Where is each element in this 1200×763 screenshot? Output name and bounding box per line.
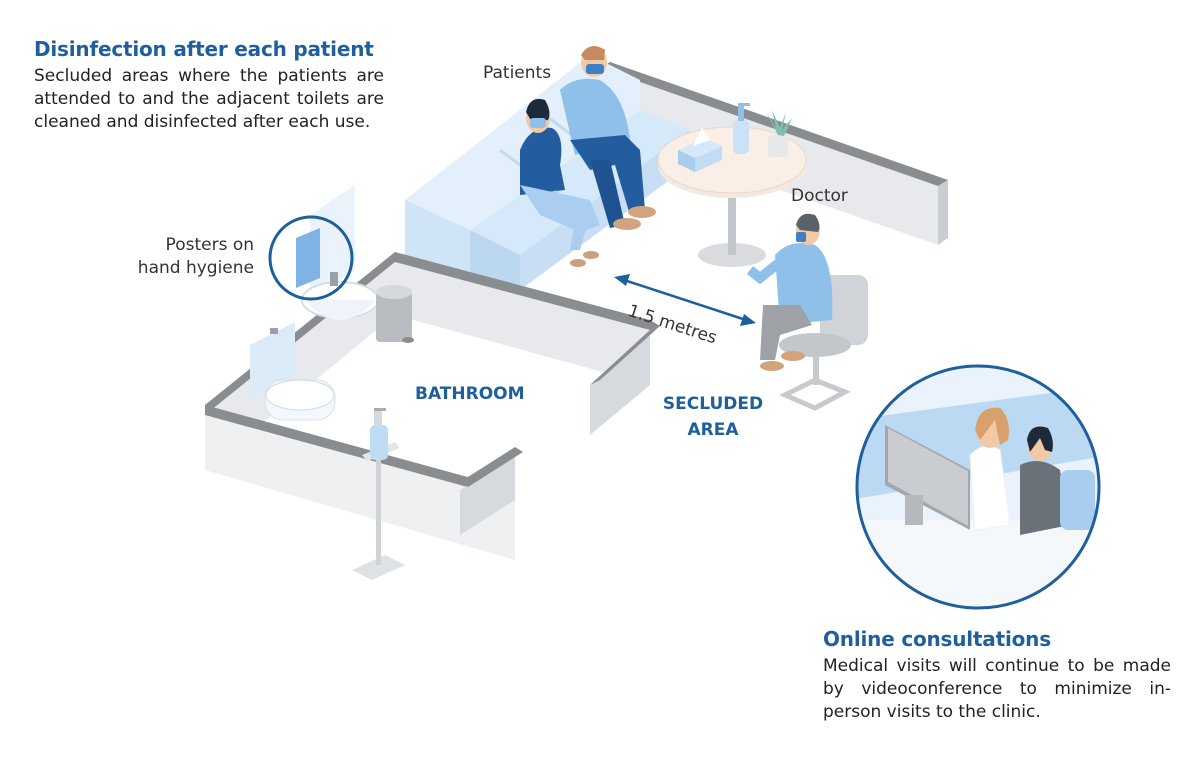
sanitizer-stand xyxy=(352,408,405,580)
posters-label-line2: hand hygiene xyxy=(137,258,254,278)
distance-arrow xyxy=(614,274,756,326)
secluded-label-line2: AREA xyxy=(687,420,739,440)
patient-man xyxy=(560,46,656,230)
posters-label-line1: Posters on xyxy=(165,235,254,255)
bathroom-fixtures xyxy=(250,185,414,421)
online-title: Online consultations xyxy=(823,627,1051,651)
secluded-label-line1: SECLUDED xyxy=(662,394,764,414)
bathroom-label: BATHROOM xyxy=(415,384,525,404)
poster-callout-circle xyxy=(268,215,354,301)
secluded-area-label: SECLUDED AREA xyxy=(658,391,768,443)
doctor-label: Doctor xyxy=(791,186,848,206)
patient-woman xyxy=(520,98,600,267)
disinfection-title: Disinfection after each patient xyxy=(34,37,374,61)
posters-label: Posters on hand hygiene xyxy=(120,234,254,280)
round-table xyxy=(657,103,807,267)
online-consultation-circle xyxy=(855,364,1101,610)
disinfection-text: Secluded areas where the patients are at… xyxy=(34,66,384,132)
online-text: Medical visits will continue to be made … xyxy=(823,656,1171,722)
hand-hygiene-poster xyxy=(296,228,320,288)
doctor-with-chair xyxy=(746,213,868,411)
patients-label: Patients xyxy=(483,63,552,83)
